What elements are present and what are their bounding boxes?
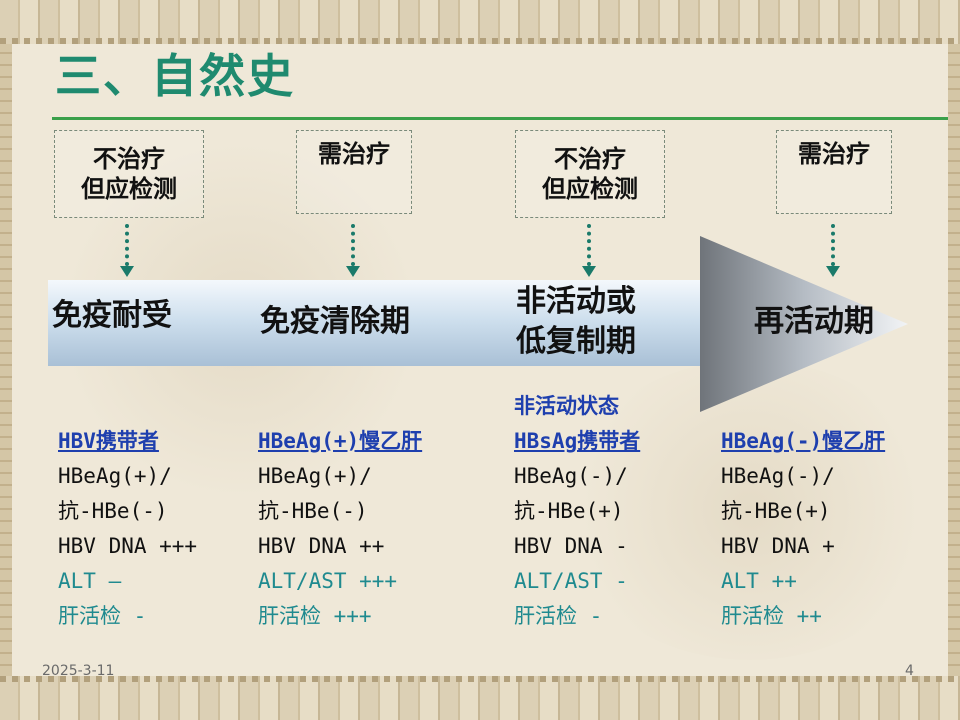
dotted-connector [831, 224, 835, 266]
column-header-link[interactable]: HBV携带者 [58, 429, 159, 453]
slide-title: 三、自然史 [55, 49, 295, 103]
right-border-decoration [948, 44, 960, 676]
annotation-line: 需治疗 [318, 140, 390, 168]
annotation-line: 不治疗 [93, 145, 165, 173]
antihbe-status: 抗-HBe(-) [58, 499, 168, 523]
phase-immune-tolerance: 免疫耐受 [52, 296, 172, 336]
column-hbsag-carrier: HBsAg携带者 HBeAg(-)/ 抗-HBe(+) HBV DNA - AL… [514, 424, 640, 634]
phase-reactivation: 再活动期 [754, 302, 874, 342]
column-hbeag-positive-chb: HBeAg(+)慢乙肝 HBeAg(+)/ 抗-HBe(-) HBV DNA +… [258, 424, 422, 634]
arrowhead-icon [826, 266, 840, 277]
hbv-dna-level: HBV DNA - [514, 534, 628, 558]
hbv-dna-level: HBV DNA ++ [258, 534, 385, 558]
inactive-state-label: 非活动状态 [514, 394, 619, 418]
column-hbv-carrier: HBV携带者 HBeAg(+)/ 抗-HBe(-) HBV DNA +++ AL… [58, 424, 197, 634]
column-header-link[interactable]: HBsAg携带者 [514, 429, 641, 453]
annotation-line: 需治疗 [798, 140, 870, 168]
hbv-dna-level: HBV DNA +++ [58, 534, 198, 558]
annotation-box-2: 需治疗 [296, 130, 412, 214]
annotation-line: 但应检测 [81, 175, 177, 203]
arrowhead-icon [582, 266, 596, 277]
annotation-box-1: 不治疗 但应检测 [54, 130, 204, 218]
hbeag-status: HBeAg(-)/ [514, 464, 628, 488]
footer-date: 2025-3-11 [42, 663, 115, 679]
alt-level: ALT/AST +++ [258, 569, 398, 593]
background-texture [560, 360, 940, 660]
hbeag-status: HBeAg(+)/ [58, 464, 172, 488]
dotted-connector [125, 224, 129, 266]
bottom-border-decoration [0, 676, 960, 720]
alt-level: ALT/AST - [514, 569, 628, 593]
phase-label: 免疫耐受 [52, 298, 172, 333]
phase-label: 低复制期 [516, 324, 636, 359]
arrowhead-icon [120, 266, 134, 277]
column-header-link[interactable]: HBeAg(-)慢乙肝 [721, 429, 886, 453]
alt-level: ALT ++ [721, 569, 797, 593]
alt-level: ALT – [58, 569, 122, 593]
top-border-decoration [0, 0, 960, 44]
left-border-decoration [0, 44, 12, 676]
title-underline [52, 117, 948, 120]
antihbe-status: 抗-HBe(+) [721, 499, 831, 523]
antihbe-status: 抗-HBe(+) [514, 499, 624, 523]
page-number: 4 [905, 663, 914, 679]
phase-label: 再活动期 [754, 304, 874, 339]
dotted-connector [351, 224, 355, 266]
phase-inactive: 非活动或 低复制期 [516, 282, 636, 362]
annotation-line: 但应检测 [542, 175, 638, 203]
arrowhead-icon [346, 266, 360, 277]
antihbe-status: 抗-HBe(-) [258, 499, 368, 523]
timeline-arrow [48, 236, 908, 412]
hbeag-status: HBeAg(-)/ [721, 464, 835, 488]
liver-biopsy: 肝活检 - [514, 604, 603, 628]
phase-label: 非活动或 [516, 284, 636, 319]
annotation-box-3: 不治疗 但应检测 [515, 130, 665, 218]
dotted-connector [587, 224, 591, 266]
column-hbeag-negative-chb: HBeAg(-)慢乙肝 HBeAg(-)/ 抗-HBe(+) HBV DNA +… [721, 424, 885, 634]
liver-biopsy: 肝活检 ++ [721, 604, 822, 628]
hbv-dna-level: HBV DNA + [721, 534, 835, 558]
annotation-box-4: 需治疗 [776, 130, 892, 214]
phase-label: 免疫清除期 [260, 304, 410, 339]
phase-immune-clearance: 免疫清除期 [260, 302, 410, 342]
column-header-link[interactable]: HBeAg(+)慢乙肝 [258, 429, 423, 453]
liver-biopsy: 肝活检 +++ [258, 604, 372, 628]
liver-biopsy: 肝活检 - [58, 604, 147, 628]
hbeag-status: HBeAg(+)/ [258, 464, 372, 488]
annotation-line: 不治疗 [554, 145, 626, 173]
